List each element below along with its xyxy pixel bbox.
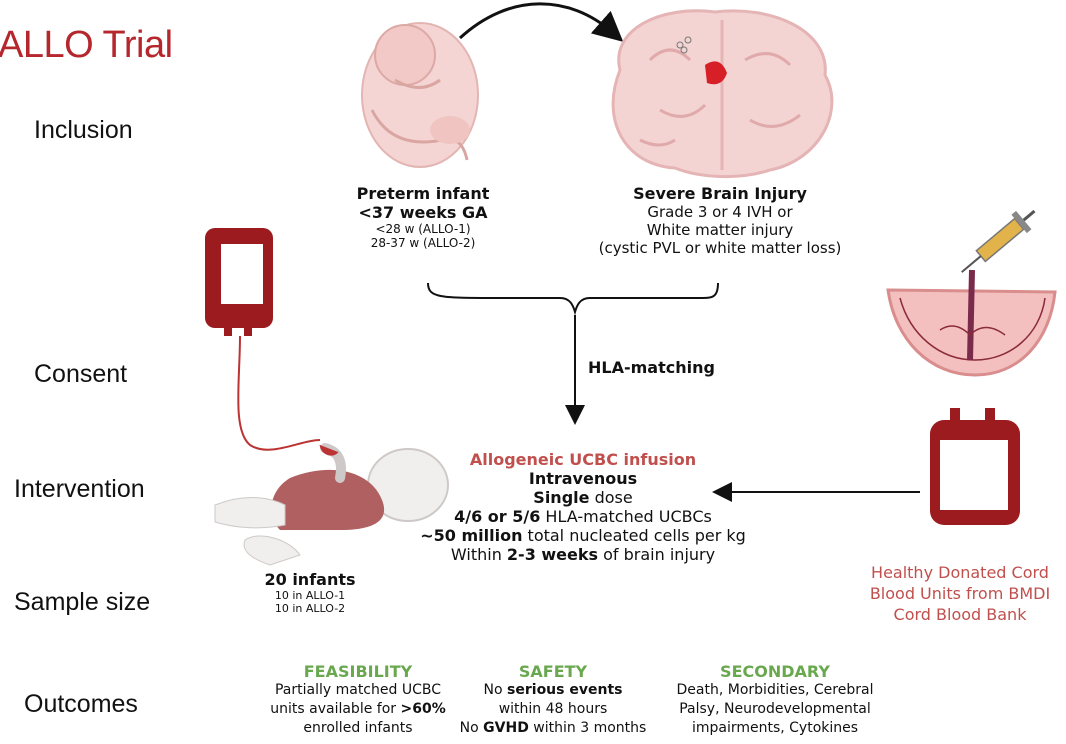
brain-line-2: White matter injury — [646, 221, 794, 239]
row-label-sample-size: Sample size — [14, 588, 151, 616]
brain-line-3: (cystic PVL or white matter loss) — [598, 239, 842, 257]
preterm-block: Preterm infant <37 weeks GA <28 w (ALLO-… — [318, 184, 528, 250]
row-label-consent: Consent — [34, 360, 128, 388]
brain-injury-block: Severe Brain Injury Grade 3 or 4 IVH or … — [575, 184, 865, 257]
infusion-title: Allogeneic UCBC infusion — [469, 450, 697, 469]
donor-line-3: Cord Blood Bank — [893, 605, 1027, 624]
page-title: ALLO Trial — [0, 24, 173, 66]
preterm-allo1: <28 w (ALLO-1) — [375, 222, 471, 236]
blood-bag-icon-donor — [930, 408, 1020, 525]
row-label-outcomes: Outcomes — [24, 690, 138, 718]
feasibility-heading: FEASIBILITY — [303, 662, 413, 681]
sample-allo1: 10 in ALLO-1 — [274, 589, 346, 602]
row-label-inclusion: Inclusion — [34, 116, 133, 144]
infusion-dose: Single dose — [533, 488, 633, 507]
infusion-match: 4/6 or 5/6 HLA-matched UCBCs — [454, 507, 712, 526]
preterm-ga: <37 weeks GA — [358, 203, 488, 222]
sample-allo2: 10 in ALLO-2 — [274, 602, 346, 615]
hla-matching-label: HLA-matching — [588, 358, 715, 377]
preterm-allo2: 28-37 w (ALLO-2) — [370, 236, 476, 250]
infusion-cells: ~50 million total nucleated cells per kg — [420, 526, 746, 545]
donor-line-1: Healthy Donated Cord — [871, 563, 1049, 582]
donor-line-2: Blood Units from BMDI — [869, 584, 1051, 603]
outcome-secondary: SECONDARY Death, Morbidities, Cerebral P… — [660, 662, 890, 738]
outcome-safety: SAFETY No serious events within 48 hours… — [448, 662, 658, 738]
row-label-intervention: Intervention — [14, 475, 145, 503]
brain-title: Severe Brain Injury — [633, 184, 807, 203]
preterm-title: Preterm infant — [356, 184, 490, 203]
infusion-route: Intravenous — [528, 469, 638, 488]
fetus-icon — [361, 22, 479, 168]
infant-icon — [214, 443, 449, 566]
syringe-icon — [961, 209, 1036, 273]
sample-block: 20 infants 10 in ALLO-1 10 in ALLO-2 — [255, 570, 365, 615]
safety-heading: SAFETY — [518, 662, 588, 681]
sample-count: 20 infants — [264, 570, 356, 589]
brain-line-1: Grade 3 or 4 IVH or — [647, 203, 793, 221]
placenta-icon — [886, 269, 1057, 377]
infusion-block: Allogeneic UCBC infusion Intravenous Sin… — [418, 450, 748, 564]
grouping-brace — [427, 282, 719, 316]
secondary-heading: SECONDARY — [720, 662, 830, 681]
infusion-timing: Within 2-3 weeks of brain injury — [450, 545, 716, 564]
brain-icon — [611, 9, 834, 178]
blood-bag-icon — [205, 228, 321, 451]
outcome-feasibility: FEASIBILITY Partially matched UCBC units… — [258, 662, 458, 738]
progression-arrow — [458, 2, 624, 42]
donor-block: Healthy Donated Cord Blood Units from BM… — [855, 562, 1065, 625]
